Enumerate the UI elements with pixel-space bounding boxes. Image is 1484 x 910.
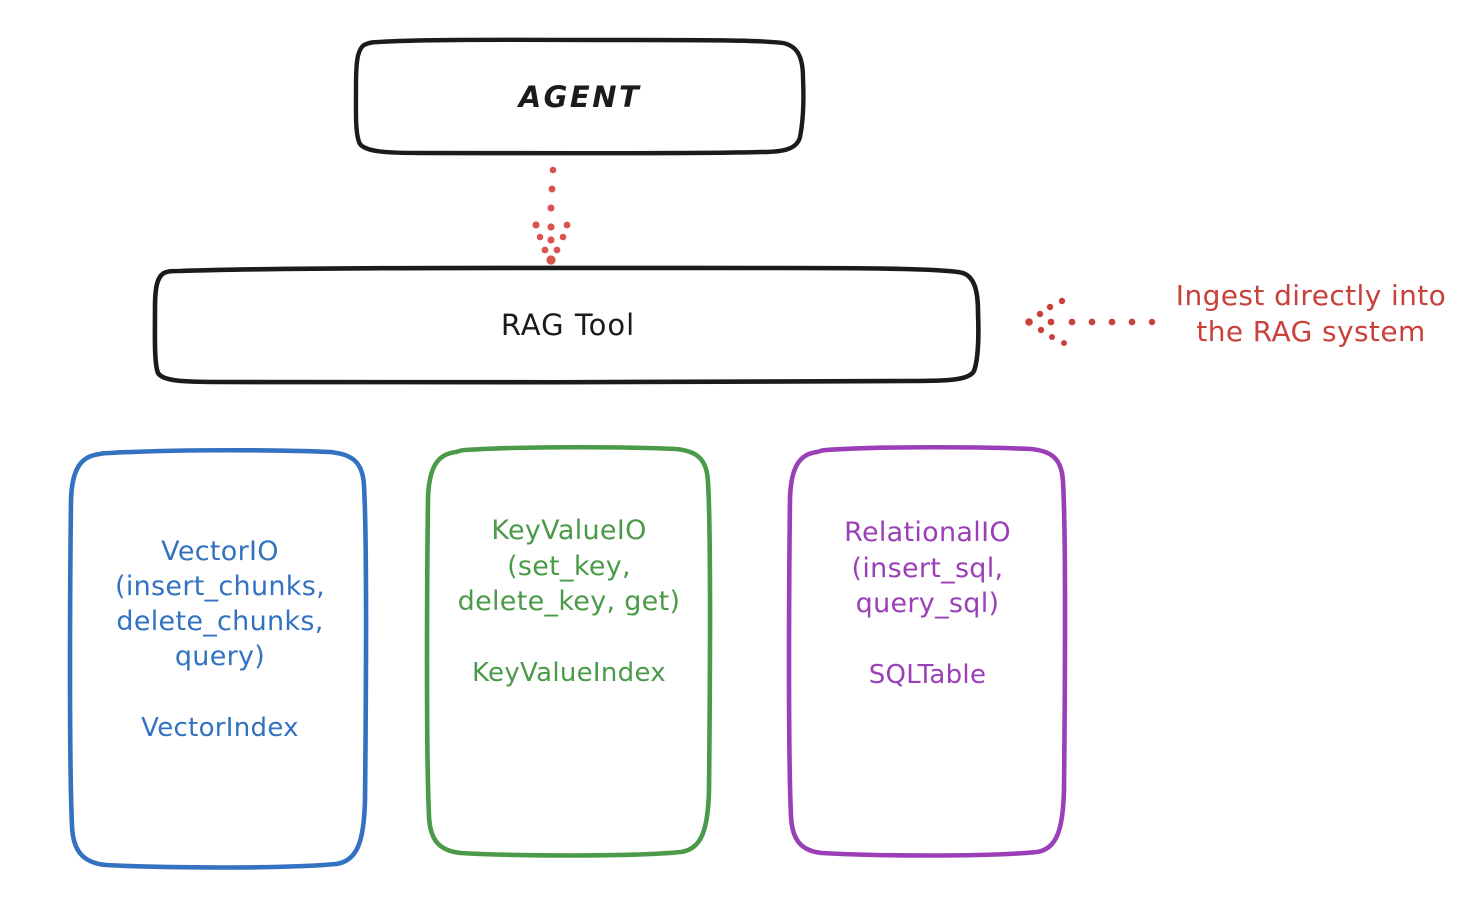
ingest-note-label: Ingest directly into the RAG system [1175,279,1447,349]
agent-to-rag-tool-connector [532,166,571,265]
relational-io-signature: RelationalIO (insert_sql, query_sql) [844,517,1011,619]
vector-io-node-text: VectorIO (insert_chunks, delete_chunks, … [72,452,368,868]
relational-io-node-text: RelationalIO (insert_sql, query_sql) SQL… [791,448,1064,856]
vector-index-label: VectorIndex [141,713,299,744]
vector-io-signature: VectorIO (insert_chunks, delete_chunks, … [115,535,325,673]
key-value-io-node-text: KeyValueIO (set_key, delete_key, get) Ke… [429,448,709,852]
sql-table-label: SQLTable [868,659,987,690]
key-value-io-signature: KeyValueIO (set_key, delete_key, get) [457,515,681,617]
key-value-index-label: KeyValueIndex [471,657,666,688]
agent-node-label: AGENT [518,79,642,114]
ingest-note-connector [1025,297,1156,346]
rag-tool-node-label: RAG Tool [500,308,636,343]
